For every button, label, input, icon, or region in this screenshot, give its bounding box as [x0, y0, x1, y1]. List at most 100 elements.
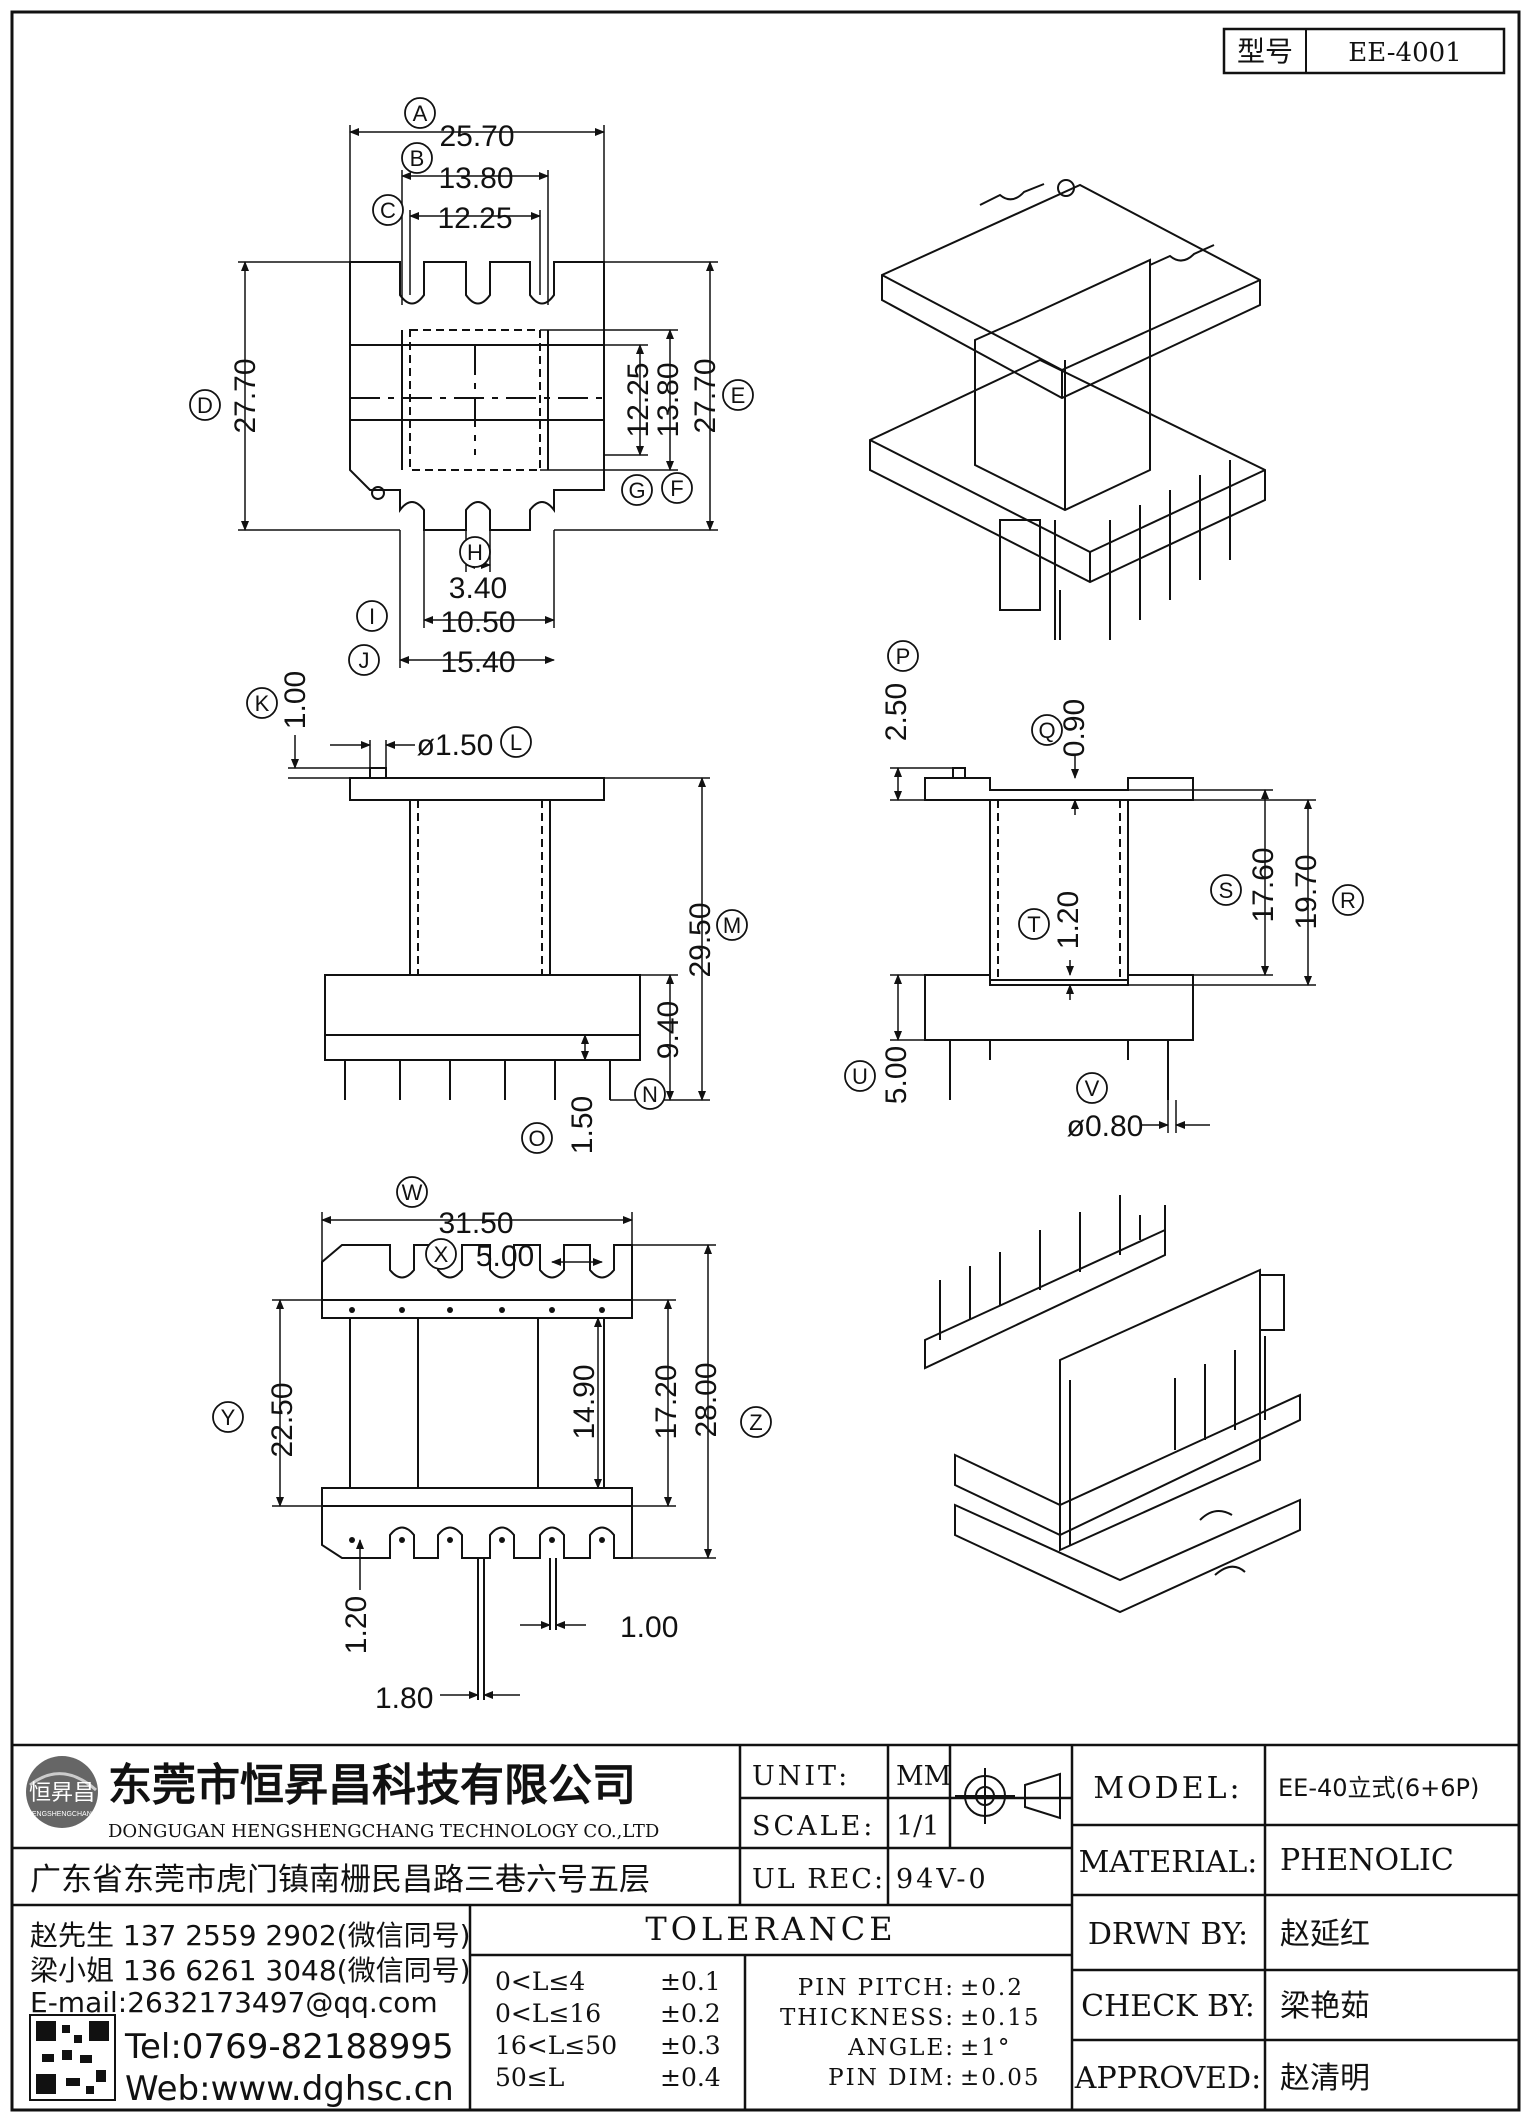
- dim-a-value: 25.70: [439, 120, 514, 153]
- dim-x-value: 5.00: [476, 1240, 534, 1273]
- model-value: EE-40立式(6+6P): [1278, 1774, 1479, 1802]
- callout-m-letter: M: [723, 913, 741, 938]
- isometric-view-top: [869, 179, 1266, 640]
- callout-g-letter: G: [628, 478, 645, 503]
- dim-1720-value: 17.20: [650, 1364, 683, 1439]
- info-panel: MODEL: EE-40立式(6+6P) MATERIAL: PHENOLIC …: [1074, 1771, 1480, 2096]
- callout-d-circle: [189, 389, 221, 421]
- callout-x-circle: [425, 1238, 457, 1270]
- callout-p-letter: P: [896, 644, 911, 669]
- contact-line-2: 梁小姐 136 6261 3048(微信同号): [30, 1954, 471, 1987]
- callout-q-circle: [1031, 714, 1063, 746]
- dim-q-value: 0.90: [1058, 699, 1091, 757]
- tolerance-title: TOLERANCE: [645, 1910, 896, 1948]
- tolerance-extra: PIN PITCH: ±0.2 THICKNESS: ±0.15 ANGLE: …: [780, 1975, 1040, 2091]
- dim-d-value: 27.70: [229, 358, 262, 433]
- callout-w-letter: W: [402, 1180, 423, 1205]
- tolerance-value: ±0.3: [660, 2031, 721, 2060]
- callout-n-letter: N: [642, 1082, 658, 1107]
- callout-q-letter: Q: [1038, 718, 1055, 743]
- callout-u-letter: U: [852, 1064, 868, 1089]
- dim-s-value: 17.60: [1247, 847, 1280, 922]
- callout-t-circle: [1018, 908, 1050, 940]
- dim-m-value: 29.50: [684, 902, 717, 977]
- dim-p-value: 2.50: [880, 683, 913, 741]
- callout-k-circle: [246, 687, 278, 719]
- callout-u-circle: [844, 1060, 876, 1092]
- logo-text: 恒昇昌: [29, 1781, 95, 1806]
- dim-c-value: 12.25: [437, 202, 512, 235]
- callout-g-circle: [621, 474, 653, 506]
- bottom-view: [321, 1244, 633, 1700]
- approved-value: 赵清明: [1280, 2061, 1370, 2096]
- callout-b-circle: [401, 142, 433, 174]
- callout-c-circle: [372, 194, 404, 226]
- company-name-en: DONGUGAN HENGSHENGCHANG TECHNOLOGY CO.,L…: [108, 1821, 659, 1842]
- callout-d-letter: D: [197, 393, 213, 418]
- tolerance-value: ±0.1: [660, 1967, 721, 1996]
- callout-m-circle: [716, 909, 748, 941]
- dim-h-value: 3.40: [449, 572, 507, 605]
- callout-w-circle: [396, 1176, 428, 1208]
- check-value: 梁艳茹: [1280, 1989, 1370, 2024]
- tolerance-extra-value: ±0.15: [960, 2005, 1040, 2031]
- tolerance-extra-label: ANGLE:: [847, 2035, 955, 2061]
- tolerance-value: ±0.4: [660, 2063, 721, 2092]
- contact-line-1: 赵先生 137 2559 2902(微信同号): [30, 1919, 471, 1952]
- callout-z-circle: [740, 1406, 772, 1438]
- model-label: MODEL:: [1093, 1771, 1242, 1806]
- dim-r-value: 19.70: [1290, 854, 1323, 929]
- callout-r-circle: [1332, 884, 1364, 916]
- check-label: CHECK BY:: [1081, 1989, 1255, 2024]
- type-label: 型号: [1237, 35, 1293, 68]
- dim-z-value: 28.00: [690, 1362, 723, 1437]
- drawn-value: 赵延红: [1280, 1917, 1370, 1952]
- bottom-view-pins: [349, 1307, 605, 1543]
- callout-j-letter: J: [359, 648, 370, 673]
- logo-sub: HENGSHENGCHANG: [27, 1811, 97, 1818]
- callout-k-letter: K: [255, 691, 270, 716]
- tolerance-range: 16<L≤50: [495, 2031, 617, 2060]
- unit-value: MM: [896, 1761, 951, 1792]
- tolerance-extra-value: ±1°: [960, 2035, 1011, 2061]
- callout-f-circle: [661, 472, 693, 504]
- dim-100-value: 1.00: [620, 1611, 678, 1644]
- ul-label: UL REC:: [752, 1864, 885, 1895]
- contact-tel: Tel:0769-82188995: [124, 2027, 454, 2067]
- dim-b-value: 13.80: [438, 162, 513, 195]
- callout-r-letter: R: [1340, 888, 1356, 913]
- callout-s-circle: [1210, 874, 1242, 906]
- callout-j-circle: [348, 644, 380, 676]
- callout-t-letter: T: [1027, 912, 1040, 937]
- dim-f-value: 13.80: [652, 362, 685, 437]
- dim-y-value: 22.50: [266, 1382, 299, 1457]
- qr-code-icon: [29, 2014, 116, 2101]
- isometric-view-bottom: [924, 1195, 1301, 1614]
- tolerance-extra-label: PIN DIM:: [828, 2065, 955, 2091]
- tolerance-value: ±0.2: [660, 1999, 721, 2028]
- callout-y-circle: [212, 1401, 244, 1433]
- tolerance-range: 0<L≤16: [495, 1999, 601, 2028]
- top-view-dims: [238, 125, 718, 668]
- callout-y-letter: Y: [221, 1405, 236, 1430]
- dim-v-value: ø0.80: [1067, 1110, 1144, 1143]
- contact-email: E-mail:2632173497@qq.com: [30, 1986, 438, 2019]
- dim-w-value: 31.50: [438, 1207, 513, 1240]
- contact-web: Web:www.dghsc.cn: [125, 2069, 454, 2109]
- dim-t-value: 1.20: [1052, 891, 1085, 949]
- side-view-dims: [288, 735, 710, 1101]
- callout-f-letter: F: [670, 476, 683, 501]
- callout-x-letter: X: [434, 1242, 449, 1267]
- callout-h-circle: [459, 536, 491, 568]
- dim-180-value: 1.80: [375, 1682, 433, 1715]
- tolerance-extra-label: THICKNESS:: [780, 2005, 955, 2031]
- type-value: EE-4001: [1348, 38, 1461, 68]
- dim-l-value: ø1.50: [417, 729, 494, 762]
- callout-a-letter: A: [413, 101, 428, 126]
- tolerance-extra-value: ±0.05: [960, 2065, 1040, 2091]
- front-view: [924, 767, 1194, 1100]
- front-view-labels: 2.50 0.90 19.70 17.60 1.20 5.00 ø0.80: [880, 683, 1323, 1143]
- callout-z-letter: Z: [749, 1410, 762, 1435]
- dim-o-value: 1.50: [566, 1096, 599, 1154]
- title-block: [12, 1743, 1519, 2110]
